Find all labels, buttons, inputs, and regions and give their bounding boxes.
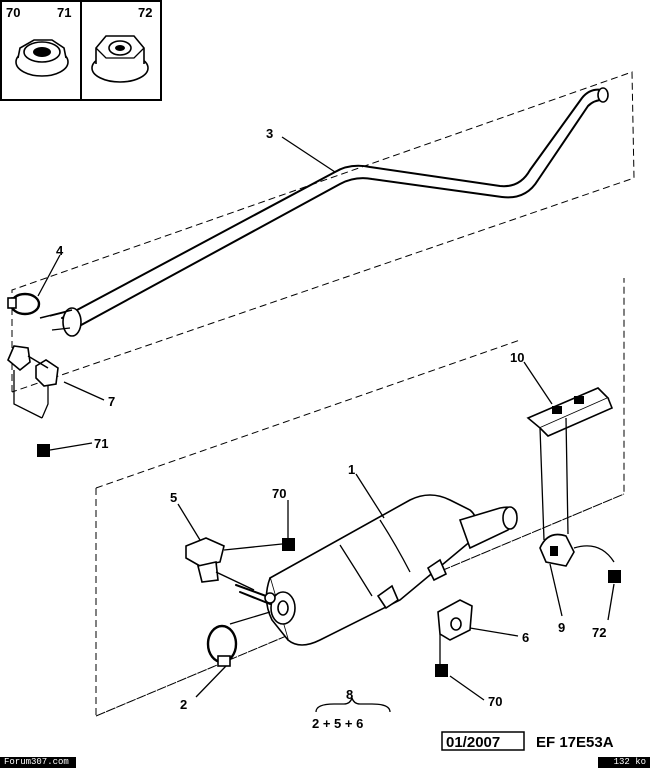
inset-label-71: 71 [57,5,71,20]
callout-numbers: 3 4 7 71 10 1 5 70 6 9 72 2 70 [56,126,606,712]
fastener-marker-70-upper [282,538,295,551]
fastener-marker-70-lower [435,664,448,677]
callout-10: 10 [510,350,524,365]
callout-70-lower: 70 [488,694,502,709]
callout-8: 8 [346,687,353,702]
fastener-markers [37,444,621,677]
upper-dashed-frame [11,71,635,393]
callout-5: 5 [170,490,177,505]
hanger-part-6 [437,599,473,664]
hanger-part-5 [185,537,283,591]
clamp-part-2 [206,611,271,667]
fastener-inset: 70 71 72 [0,0,162,101]
file-size: 132 ko [598,757,650,768]
inset-label-70: 70 [6,5,20,20]
watermark-site: Forum307.com [0,757,76,768]
callout-70-upper: 70 [272,486,286,501]
callout-1: 1 [348,462,355,477]
leader-lines [37,136,615,701]
callout-2: 2 [180,697,187,712]
drawing-reference: 01/2007 EF 17E53A [441,731,614,751]
kit-callout-8: 8 2 + 5 + 6 [312,687,391,731]
callout-71: 71 [94,436,108,451]
clamp-part-4 [7,292,73,319]
fastener-marker-72 [608,570,621,583]
drawing-ref: EF 17E53A [536,734,614,751]
callout-3: 3 [266,126,273,141]
hex-nut-icon [91,35,149,83]
inset-label-72: 72 [138,5,152,20]
drawing-date: 01/2007 [446,734,500,751]
intermediate-pipe [49,87,609,337]
callout-7: 7 [108,394,115,409]
flange-nut-icon [15,39,69,77]
rear-silencer [235,494,518,646]
fastener-marker-71 [37,444,50,457]
callout-72: 72 [592,625,606,640]
kit-formula: 2 + 5 + 6 [312,716,363,731]
bracket-part-7 [7,345,59,419]
rubber-mount-part-9 [539,533,615,567]
bracket-part-10 [526,387,614,541]
callout-9: 9 [558,620,565,635]
callout-4: 4 [56,243,64,258]
callout-6: 6 [522,630,529,645]
